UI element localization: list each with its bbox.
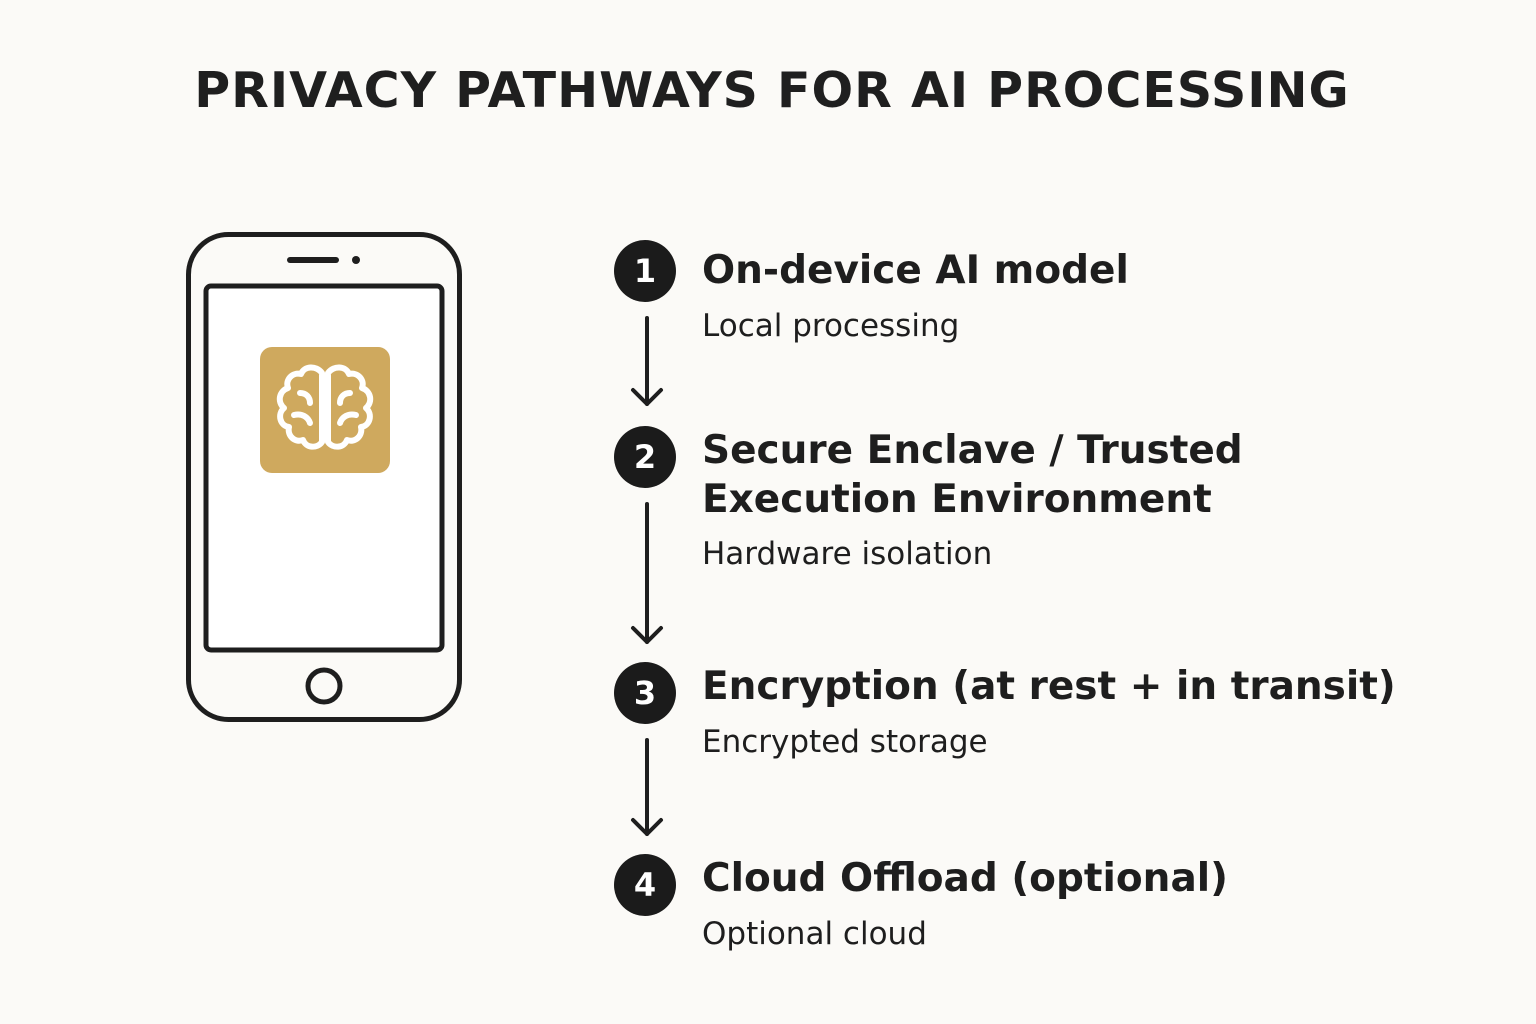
arrow-down-icon xyxy=(630,738,664,838)
step-title: Cloud Offload (optional) xyxy=(702,856,1228,901)
step-subtitle: Optional cloud xyxy=(702,916,927,952)
step-number-badge: 2 xyxy=(614,426,676,488)
smartphone-icon xyxy=(186,232,462,722)
page-title: PRIVACY PATHWAYS FOR AI PROCESSING xyxy=(194,62,1350,119)
step-subtitle: Hardware isolation xyxy=(702,536,993,572)
step-title: Encryption (at rest + in transit) xyxy=(702,664,1396,709)
step-number-badge: 4 xyxy=(614,854,676,916)
step-subtitle: Local processing xyxy=(702,308,960,344)
smartphone-illustration xyxy=(186,232,462,722)
step-title: Secure Enclave / Trusted Execution Envir… xyxy=(702,428,1243,522)
arrow-down-icon xyxy=(630,316,664,408)
pathway-steps: 1 On-device AI model Local processing 2 … xyxy=(614,240,1514,980)
step-title: On-device AI model xyxy=(702,248,1129,293)
arrow-down-icon xyxy=(630,502,664,646)
step-number-badge: 3 xyxy=(614,662,676,724)
ai-app-icon xyxy=(260,347,390,473)
step-number-badge: 1 xyxy=(614,240,676,302)
brain-icon xyxy=(276,364,374,450)
step-subtitle: Encrypted storage xyxy=(702,724,988,760)
